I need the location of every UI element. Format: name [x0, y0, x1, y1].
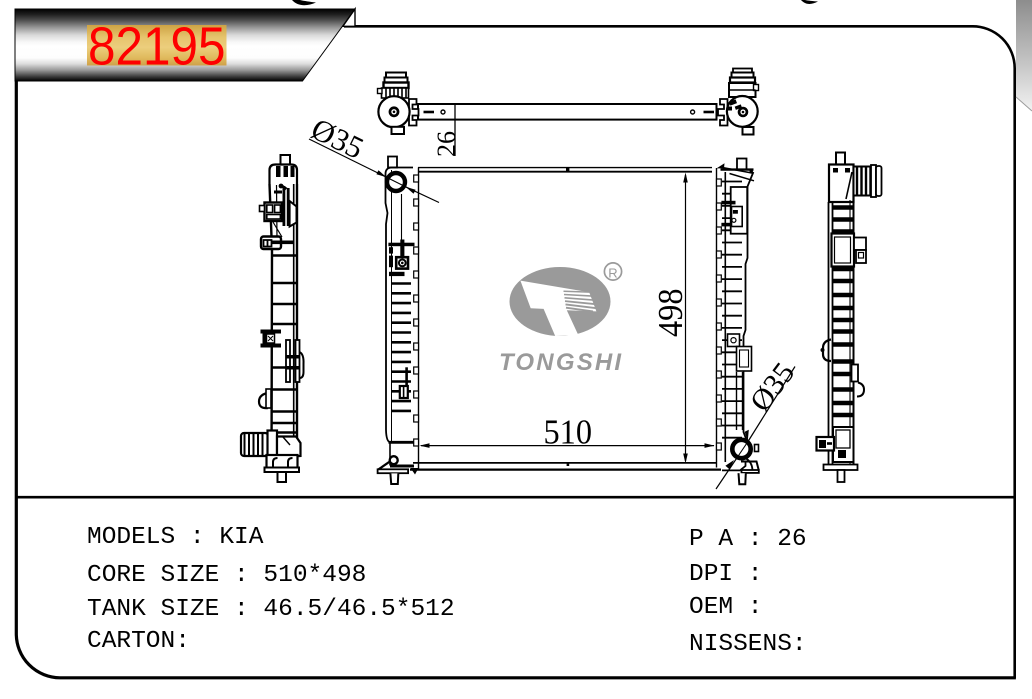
svg-text:R: R [608, 266, 617, 281]
svg-text:NISSENS:: NISSENS: [689, 631, 807, 658]
svg-text:498: 498 [651, 289, 690, 338]
svg-text:TANK SIZE : 46.5/46.5*512: TANK SIZE : 46.5/46.5*512 [87, 596, 455, 623]
svg-text:CORE SIZE : 510*498: CORE SIZE : 510*498 [87, 562, 366, 589]
svg-text:Ø35: Ø35 [306, 111, 369, 166]
svg-text:510: 510 [544, 413, 593, 452]
svg-text:82195: 82195 [88, 18, 226, 77]
svg-text:TONGSHI: TONGSHI [499, 349, 623, 376]
svg-text:DPI :: DPI : [689, 561, 763, 588]
svg-text:MODELS : KIA: MODELS : KIA [87, 524, 264, 551]
svg-text:26: 26 [432, 131, 461, 157]
svg-text:CARTON:: CARTON: [87, 628, 190, 655]
svg-text:Ø35: Ø35 [744, 357, 801, 418]
svg-text:OEM :: OEM : [689, 594, 763, 621]
svg-text:P A : 26: P A : 26 [689, 526, 807, 553]
